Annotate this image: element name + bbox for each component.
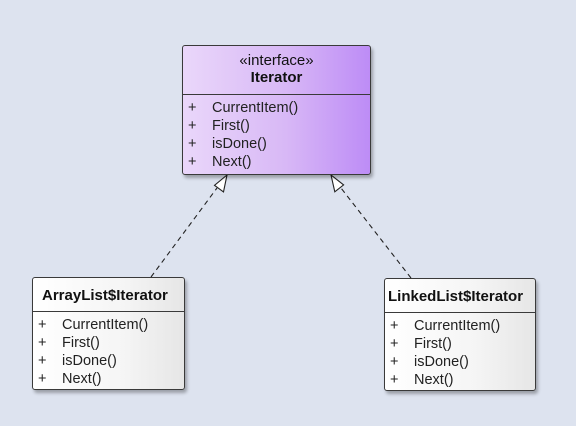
linkedlist-iterator-header: LinkedList$Iterator (385, 279, 535, 313)
visibility-marker: + (390, 372, 399, 388)
realization-arrowhead-linkedlist (330, 173, 345, 193)
visibility-marker: + (390, 318, 399, 334)
operation-row: + CurrentItem() (33, 316, 184, 334)
operation-row: + isDone() (183, 135, 370, 153)
realization-line-arraylist (150, 187, 218, 278)
interface-stereotype: «interface» (239, 52, 314, 69)
operation-row: + isDone() (33, 352, 184, 370)
operation-row: + First() (385, 335, 535, 353)
interface-name: Iterator (250, 69, 303, 86)
operation-name: Next() (62, 371, 102, 387)
arraylist-iterator-header: ArrayList$Iterator (33, 278, 184, 312)
operation-name: CurrentItem() (414, 318, 501, 334)
iterator-interface[interactable]: «interface» Iterator + CurrentItem() + F… (182, 45, 371, 175)
operation-row: + First() (33, 334, 184, 352)
operation-row: + CurrentItem() (385, 317, 535, 335)
class-name: LinkedList$Iterator (388, 288, 524, 305)
visibility-marker: + (188, 154, 197, 170)
visibility-marker: + (38, 335, 47, 351)
iterator-interface-header: «interface» Iterator (183, 46, 370, 95)
realization-line-linkedlist (340, 187, 412, 279)
operation-name: Next() (212, 154, 252, 170)
visibility-marker: + (188, 136, 197, 152)
visibility-marker: + (188, 118, 197, 134)
operation-row: + First() (183, 117, 370, 135)
class-operations: + CurrentItem() + First() + isDone() + N… (33, 312, 184, 388)
operation-name: isDone() (212, 136, 267, 152)
operation-name: isDone() (414, 354, 469, 370)
operation-name: CurrentItem() (62, 317, 149, 333)
visibility-marker: + (390, 354, 399, 370)
operation-name: Next() (414, 372, 454, 388)
visibility-marker: + (390, 336, 399, 352)
visibility-marker: + (38, 371, 47, 387)
operation-name: CurrentItem() (212, 100, 299, 116)
arraylist-iterator-class[interactable]: ArrayList$Iterator + CurrentItem() + Fir… (32, 277, 185, 390)
operation-row: + CurrentItem() (183, 99, 370, 117)
operation-row: + Next() (385, 371, 535, 389)
class-name: ArrayList$Iterator (42, 287, 168, 304)
operation-name: First() (62, 335, 100, 351)
operation-name: First() (212, 118, 250, 134)
operation-row: + Next() (183, 153, 370, 171)
class-operations: + CurrentItem() + First() + isDone() + N… (385, 313, 535, 389)
visibility-marker: + (188, 100, 197, 116)
interface-operations: + CurrentItem() + First() + isDone() + N… (183, 95, 370, 171)
linkedlist-iterator-class[interactable]: LinkedList$Iterator + CurrentItem() + Fi… (384, 278, 536, 391)
operation-name: isDone() (62, 353, 117, 369)
operation-row: + isDone() (385, 353, 535, 371)
realization-arrowhead-arraylist (213, 173, 228, 193)
visibility-marker: + (38, 317, 47, 333)
operation-row: + Next() (33, 370, 184, 388)
visibility-marker: + (38, 353, 47, 369)
operation-name: First() (414, 336, 452, 352)
